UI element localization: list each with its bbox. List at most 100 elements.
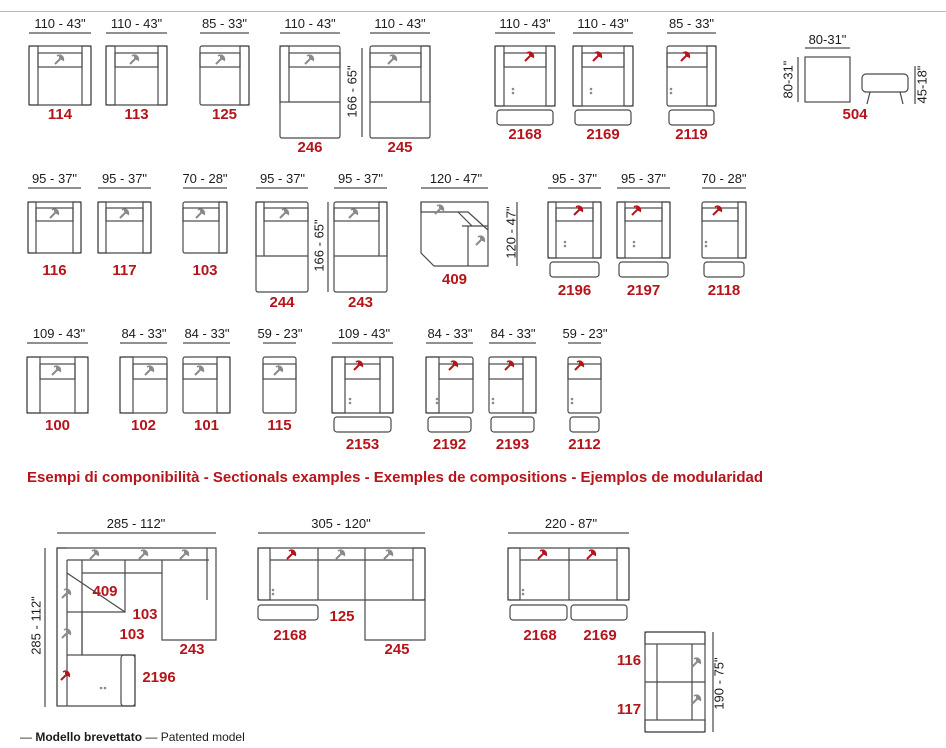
example-1-code-2196: 2196 — [142, 669, 176, 686]
module-244 — [255, 201, 309, 293]
width-label-2112: 59 - 23" — [562, 326, 608, 341]
module-code-101: 101 — [193, 417, 220, 434]
module-code-2112: 2112 — [568, 436, 601, 453]
module-code-115: 115 — [267, 417, 292, 434]
module-code-102: 102 — [130, 417, 157, 434]
width-label-2119: 85 - 33" — [668, 16, 715, 31]
example-1-width-label: 285 - 112" — [106, 516, 166, 531]
width-label-409: 120 - 47" — [429, 171, 483, 186]
width-label-2153: 109 - 43" — [337, 326, 391, 341]
module-code-125: 125 — [211, 106, 238, 123]
example-1-code-409: 409 — [92, 583, 118, 600]
motor-dots — [99, 87, 708, 690]
module-243 — [333, 201, 388, 293]
module-code-117: 117 — [112, 262, 137, 279]
width-label-245: 110 - 43" — [374, 16, 426, 31]
width-label-102: 84 - 33" — [121, 326, 167, 341]
pouf-depth-label: 80-31" — [780, 60, 796, 99]
module-code-100: 100 — [44, 417, 71, 434]
module-code-103: 103 — [192, 262, 218, 279]
patented-model-en: Patented model — [160, 730, 245, 744]
example-lines — [44, 532, 714, 732]
module-2119 — [666, 45, 717, 126]
width-label-100: 109 - 43" — [32, 326, 86, 341]
width-label-103: 70 - 28" — [182, 171, 228, 186]
module-2153 — [331, 356, 394, 433]
pouf-height-label: 45-18" — [914, 65, 930, 104]
module-114 — [28, 45, 92, 106]
module-code-243: 243 — [347, 294, 374, 311]
module-409 — [420, 201, 489, 267]
example-4-depth-label: 190 - 75" — [711, 657, 727, 710]
example-3-width-label: 220 - 87" — [544, 516, 598, 531]
module-code-114: 114 — [47, 106, 73, 123]
dimension-lines-row1 — [29, 32, 916, 137]
module-246 — [279, 45, 341, 139]
width-label-2197: 95 - 37" — [620, 171, 667, 186]
module-101 — [182, 356, 231, 414]
module-code-2169: 2169 — [586, 126, 620, 143]
module-113 — [105, 45, 168, 106]
module-2193 — [488, 356, 537, 433]
module-code-113: 113 — [124, 106, 149, 123]
module-code-116: 116 — [42, 262, 67, 279]
module-2168 — [494, 45, 556, 126]
module-code-2192: 2192 — [432, 436, 467, 453]
width-label-243: 95 - 37" — [337, 171, 384, 186]
module-code-2119: 2119 — [675, 126, 708, 143]
module-2196 — [547, 201, 602, 278]
module-code-2196: 2196 — [557, 282, 592, 299]
module-125 — [199, 45, 250, 106]
example-1-depth-label: 285 - 112" — [28, 596, 44, 655]
module-code-2193: 2193 — [495, 436, 530, 453]
module-102 — [119, 356, 168, 414]
module-2118 — [701, 201, 747, 278]
example-1-corner-sectional — [56, 547, 217, 707]
width-label-2118: 70 - 28" — [701, 171, 747, 186]
module-2112 — [567, 356, 602, 433]
module-2169 — [572, 45, 634, 126]
width-label-115: 59 - 23" — [257, 326, 303, 341]
width-label-2169: 110 - 43" — [577, 16, 629, 31]
example-2-code-2168: 2168 — [273, 627, 307, 644]
module-code-246: 246 — [297, 139, 323, 156]
patented-model-note: — Modello brevettato — Patented model — [20, 730, 245, 744]
width-label-113: 110 - 43" — [110, 16, 163, 31]
pouf-width-label: 80-31" — [808, 32, 847, 47]
example-4-code-116: 116 — [616, 652, 642, 669]
module-103 — [182, 201, 228, 254]
example-2-code-125: 125 — [329, 608, 355, 625]
width-label-101: 84 - 33" — [184, 326, 230, 341]
pouf-504 — [804, 56, 909, 105]
module-code-2153: 2153 — [345, 436, 380, 453]
width-label-116: 95 - 37" — [31, 171, 78, 186]
width-label-114: 110 - 43" — [34, 16, 86, 31]
top-rule — [0, 11, 946, 12]
module-code-245: 245 — [387, 139, 413, 156]
width-label-246: 110 - 43" — [284, 16, 336, 31]
example-2-sectional — [257, 547, 426, 641]
module-code-409: 409 — [441, 271, 468, 288]
example-3-code-2169: 2169 — [583, 627, 617, 644]
example-2-width-label: 305 - 120" — [311, 516, 371, 531]
dimension-lines-row2 — [28, 187, 746, 292]
width-label-2192: 84 - 33" — [427, 326, 473, 341]
example-4-sectional — [644, 631, 706, 733]
example-3-code-2168: 2168 — [523, 627, 557, 644]
module-115 — [262, 356, 297, 414]
width-label-117: 95 - 37" — [101, 171, 148, 186]
module-117 — [97, 201, 152, 254]
example-4-code-117: 117 — [616, 701, 642, 718]
example-1-code-243: 243 — [179, 641, 205, 658]
example-1-code-103-a: 103 — [132, 606, 158, 623]
example-2-code-245: 245 — [384, 641, 410, 658]
width-label-2196: 95 - 37" — [551, 171, 598, 186]
module-code-504: 504 — [842, 106, 868, 123]
module-245 — [369, 45, 431, 139]
width-label-2193: 84 - 33" — [490, 326, 536, 341]
module-code-244: 244 — [269, 294, 295, 311]
patented-model-it: Modello brevettato — [35, 730, 143, 744]
depth-label-246-245: 166 - 65" — [344, 65, 360, 118]
width-label-2168: 110 - 43" — [499, 16, 551, 31]
section-title: Esempi di componibilità - Sectionals exa… — [27, 469, 764, 486]
